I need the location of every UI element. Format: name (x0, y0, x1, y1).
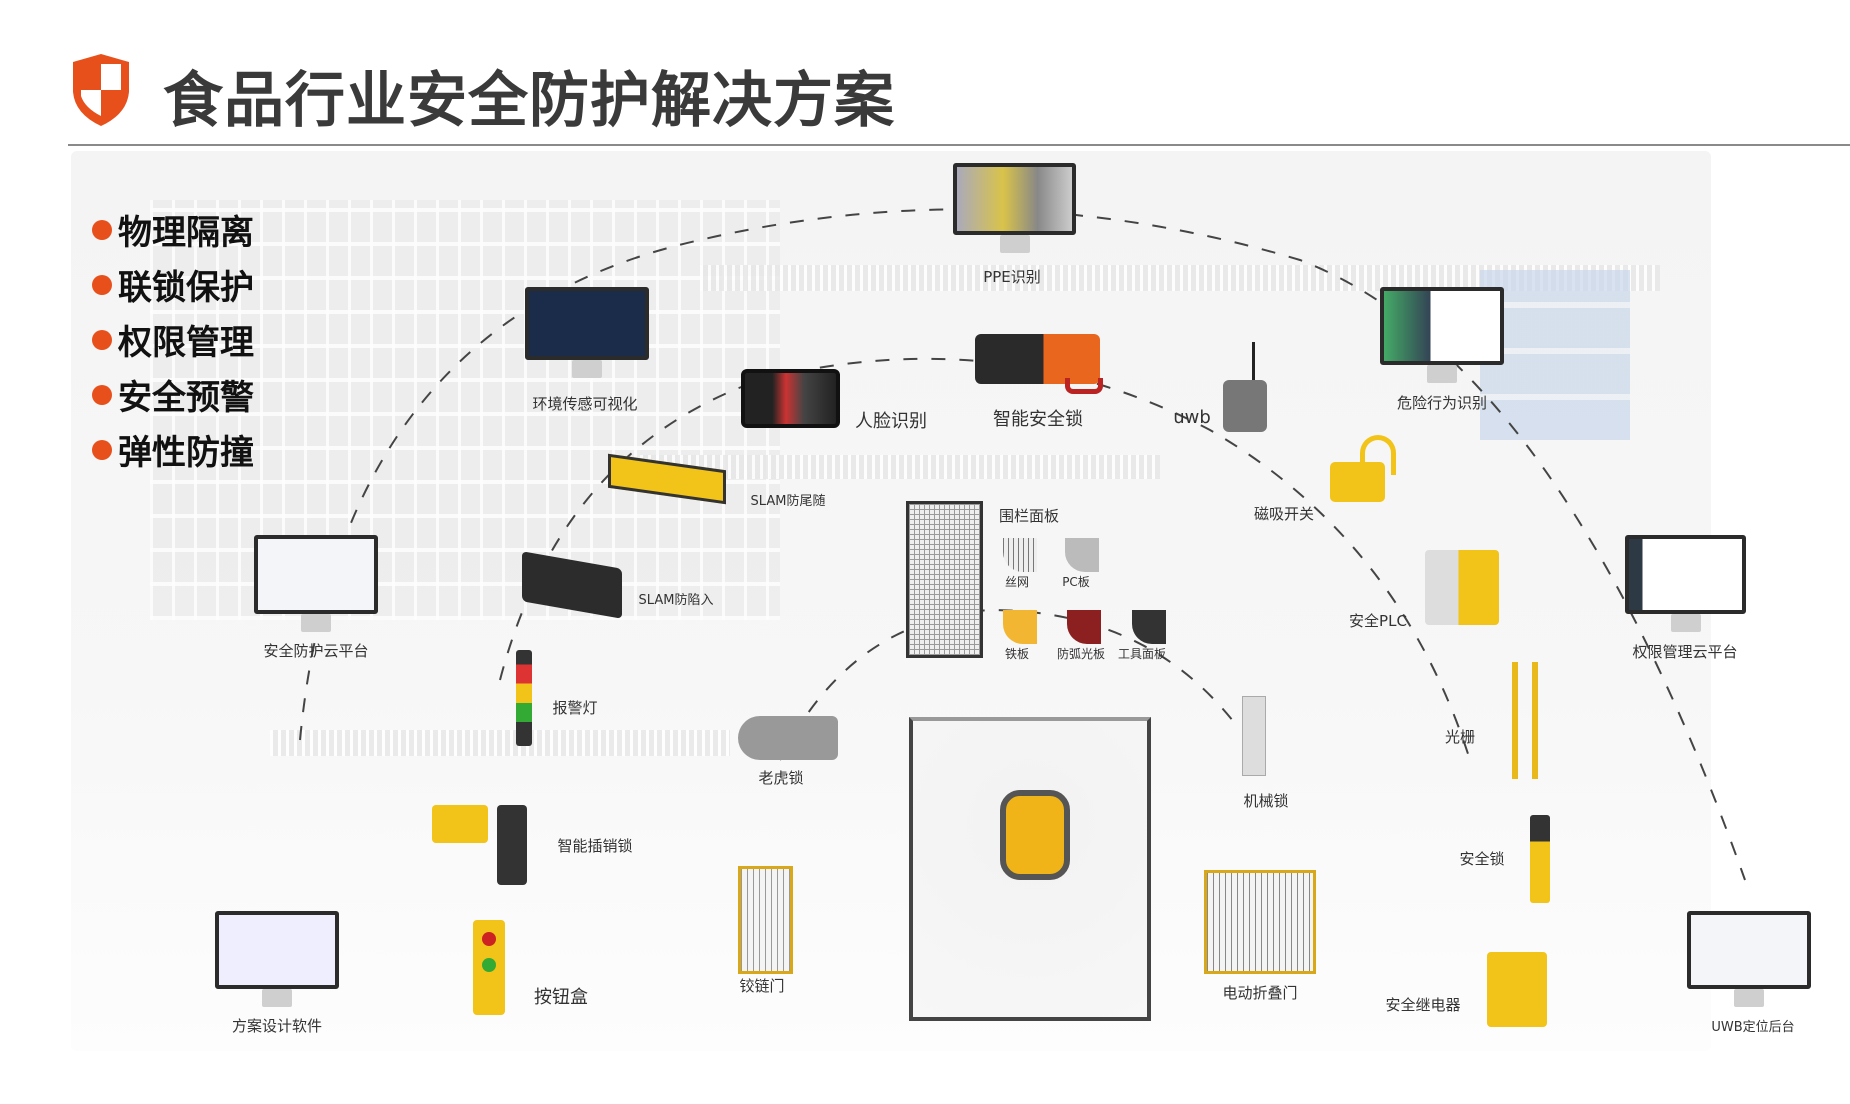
safety-cloud-monitor-icon (254, 535, 378, 632)
bullet-item: 弹性防撞 (92, 425, 254, 474)
shield-icon (73, 54, 129, 126)
hinge-door-icon (738, 866, 793, 974)
folding-door-icon (1204, 870, 1316, 974)
bullet-label: 权限管理 (118, 323, 254, 363)
design-software-monitor-icon (215, 911, 339, 1007)
label-wire: 丝网 (1004, 575, 1030, 589)
storage-rack-illustration (150, 200, 780, 620)
label-env: 环境传感可视化 (532, 395, 638, 413)
env-monitor-icon (525, 287, 649, 378)
bullet-dot-icon (92, 274, 112, 295)
page-title: 食品行业安全防护解决方案 (163, 66, 895, 136)
fence-panel-icon (906, 501, 983, 658)
bullet-label: 弹性防撞 (118, 433, 254, 473)
antenna-icon (1252, 342, 1255, 382)
pc-board-swatch (1065, 538, 1099, 572)
title-divider (68, 144, 1850, 146)
label-arc: 防弧光板 (1056, 647, 1106, 661)
bullet-item: 权限管理 (92, 315, 254, 364)
label-iron: 铁板 (1004, 647, 1030, 661)
permission-cloud-monitor-icon (1625, 535, 1746, 632)
label-danger: 危险行为识别 (1396, 394, 1488, 412)
arc-board-swatch (1067, 610, 1101, 644)
wire-mesh-swatch (1003, 538, 1037, 572)
label-tool: 工具面板 (1117, 647, 1167, 661)
label-alarm: 报警灯 (552, 699, 598, 717)
alarm-light-icon (516, 650, 532, 746)
bullet-item: 安全预警 (92, 370, 254, 419)
industrial-robot-icon (1000, 790, 1070, 880)
label-cloud-perm: 权限管理云平台 (1632, 643, 1738, 661)
tool-board-swatch (1132, 610, 1166, 644)
label-mech: 机械锁 (1243, 792, 1289, 810)
label-smartlock: 智能安全锁 (993, 409, 1083, 430)
label-safelock: 安全锁 (1459, 850, 1505, 868)
label-grating: 光栅 (1444, 728, 1476, 746)
safety-lock-icon (1530, 815, 1550, 903)
label-folding: 电动折叠门 (1222, 984, 1298, 1002)
bullet-label: 安全预警 (118, 378, 254, 418)
pin-lock-receiver-icon (497, 805, 527, 885)
uwb-device-icon (1223, 380, 1267, 432)
label-plc: 安全PLC (1349, 612, 1407, 630)
danger-monitor-icon (1380, 287, 1504, 383)
mechanical-lock-icon (1242, 696, 1266, 776)
switch-cable-icon (1360, 435, 1396, 475)
label-uwb: uwb (1173, 407, 1211, 428)
iron-board-swatch (1003, 610, 1037, 644)
smart-pin-lock-icon (432, 805, 488, 843)
uwb-backend-monitor-icon (1687, 911, 1811, 1007)
safety-plc-icon (1425, 550, 1499, 625)
label-cloud-safety: 安全防护云平台 (263, 642, 369, 660)
padlock-icon (738, 716, 838, 760)
bullet-item: 联锁保护 (92, 260, 254, 309)
bullet-label: 联锁保护 (118, 268, 254, 308)
label-button: 按钮盒 (534, 987, 588, 1008)
label-fence: 围栏面板 (998, 507, 1060, 525)
label-face: 人脸识别 (855, 411, 927, 432)
face-tablet-icon (741, 369, 840, 428)
button-box-icon (473, 920, 505, 1015)
safety-relay-icon (1487, 952, 1547, 1027)
label-uwb-backend: UWB定位后台 (1711, 1020, 1795, 1035)
smart-lock-icon (975, 334, 1100, 384)
light-curtain-icon (1532, 662, 1538, 779)
bullet-label: 物理隔离 (118, 213, 254, 253)
label-pin: 智能插销锁 (557, 837, 633, 855)
bullet-dot-icon (92, 329, 112, 350)
label-design: 方案设计软件 (231, 1017, 323, 1035)
shelf-illustration (1480, 270, 1630, 440)
bullet-dot-icon (92, 384, 112, 405)
label-magnet: 磁吸开关 (1253, 505, 1315, 523)
label-ppe: PPE识别 (983, 268, 1041, 286)
bullet-dot-icon (92, 439, 112, 460)
label-pc: PC板 (1062, 575, 1090, 589)
bullet-dot-icon (92, 219, 112, 240)
lock-handle-icon (1065, 378, 1103, 394)
label-relay: 安全继电器 (1385, 996, 1461, 1014)
bullet-item: 物理隔离 (92, 205, 254, 254)
ppe-monitor-icon (953, 163, 1076, 253)
label-tiger: 老虎锁 (758, 769, 804, 787)
conveyor-illustration (640, 455, 1160, 479)
label-hinge: 铰链门 (739, 977, 785, 995)
light-curtain-icon (1512, 662, 1518, 779)
label-slam-trap: SLAM防陷入 (638, 593, 714, 608)
label-slam-tail: SLAM防尾随 (750, 494, 826, 509)
conveyor-illustration (270, 730, 730, 756)
